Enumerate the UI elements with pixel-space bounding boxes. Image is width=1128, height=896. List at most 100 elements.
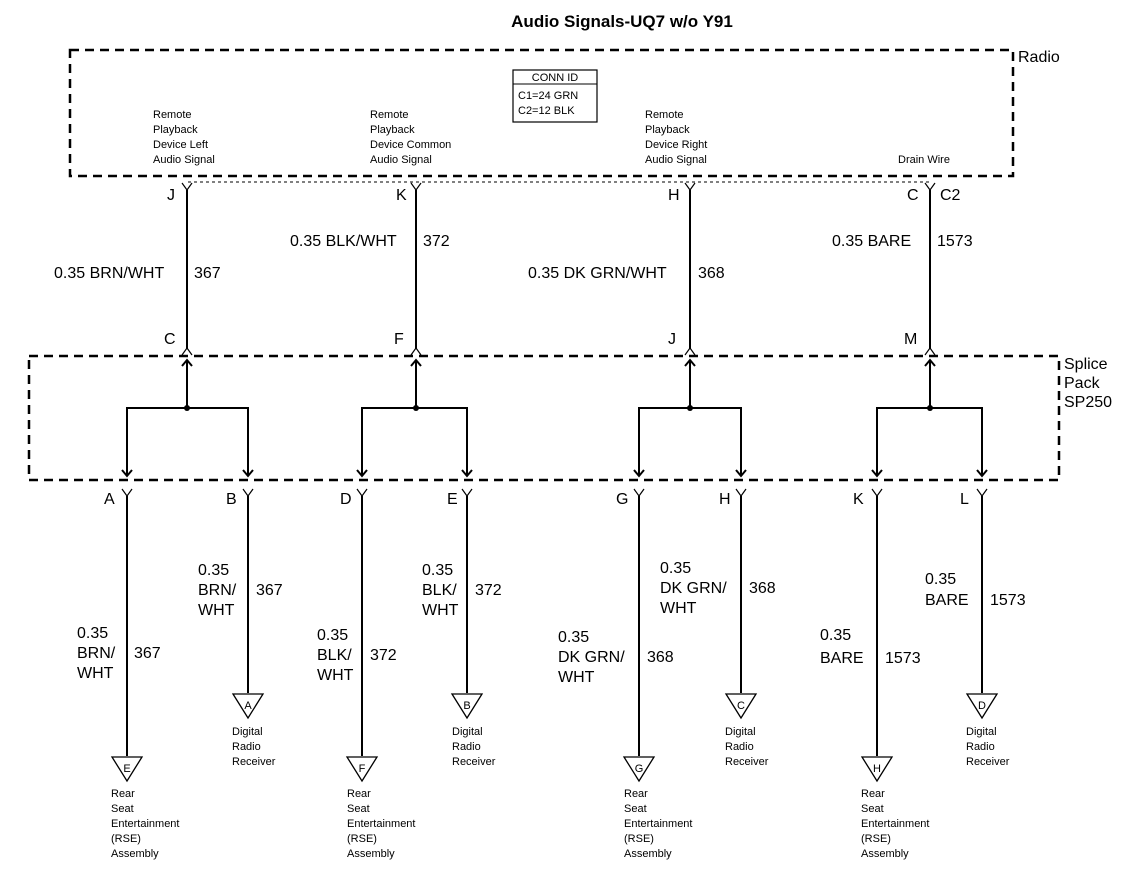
connector-symbol <box>121 488 133 498</box>
rse-assembly-label: Rear Seat Entertainment (RSE) Assembly <box>347 788 419 860</box>
splice-pin-g: G <box>616 491 628 508</box>
wire-label: 0.35 BLK/ WHT <box>317 627 356 684</box>
wire-label: 0.35 DK GRN/ WHT <box>558 629 629 686</box>
wire-label: 0.35 BRN/ WHT <box>77 625 120 682</box>
connector-symbol <box>871 488 883 498</box>
wire-circuit: 367 <box>256 582 283 599</box>
upper-wire-372: 0.35 BLK/WHT 372 <box>290 182 450 356</box>
conn-id-c1: C1=24 GRN <box>518 90 578 102</box>
conn-id-header: CONN ID <box>532 72 579 84</box>
conn-id-c2: C2=12 BLK <box>518 105 575 117</box>
wire-circuit: 367 <box>134 645 161 662</box>
connector-symbol <box>410 346 422 356</box>
wire-circuit: 368 <box>698 265 725 282</box>
drr-symbol-b <box>450 693 484 720</box>
drr-symbol-letter: D <box>978 700 986 712</box>
digital-radio-receiver-label: Digital Radio Receiver <box>452 726 496 768</box>
signal-label-drain: Drain Wire <box>898 154 950 166</box>
wire-label: 0.35 BARE <box>832 233 911 250</box>
radio-pin-c: C <box>907 187 919 204</box>
connector-symbol <box>976 488 988 498</box>
splice-pack-label: Splice Pack SP250 <box>1064 356 1112 411</box>
radio-component: Radio CONN ID C1=24 GRN C2=12 BLK Remote… <box>68 48 1060 178</box>
rse-assembly-label: Rear Seat Entertainment (RSE) Assembly <box>624 788 696 860</box>
splice-pin-c: C <box>164 331 176 348</box>
connector-symbol <box>684 182 696 192</box>
drr-symbol-letter: B <box>463 700 470 712</box>
upper-wire-367: 0.35 BRN/WHT 367 <box>54 182 221 356</box>
wire-label: 0.35 BLK/ WHT <box>422 562 461 619</box>
drr-symbol-letter: A <box>244 700 252 712</box>
digital-radio-receiver-label: Digital Radio Receiver <box>966 726 1010 768</box>
upper-wires: 0.35 BRN/WHT 367 0.35 BLK/WHT 372 0.35 D… <box>54 182 973 356</box>
radio-pin-j: J <box>167 187 175 204</box>
splice-pin-a: A <box>104 491 115 508</box>
upper-wire-1573: 0.35 BARE 1573 <box>832 182 973 356</box>
connector-symbol <box>924 182 936 192</box>
splice-output-pins: A B D E G H K L <box>104 491 969 508</box>
splice-372 <box>356 358 473 478</box>
connector-symbol <box>924 346 936 356</box>
splice-pin-k: K <box>853 491 864 508</box>
connector-symbol <box>461 488 473 498</box>
lower-wire-b: 0.35 BRN/ WHT 367 A Digital Radio Receiv… <box>198 488 283 768</box>
rse-symbol-letter: H <box>873 763 881 775</box>
connector-symbol <box>181 182 193 192</box>
splice-pack: Splice Pack SP250 <box>27 354 1112 482</box>
radio-pins: J K H C C2 <box>167 187 961 204</box>
radio-pin-h: H <box>668 187 680 204</box>
connector-symbol <box>633 488 645 498</box>
rse-symbol-g <box>622 756 656 783</box>
rse-assembly-label: Rear Seat Entertainment (RSE) Assembly <box>111 788 183 860</box>
wire-circuit: 1573 <box>937 233 973 250</box>
connector-symbol <box>410 182 422 192</box>
signal-label-common: Remote Playback Device Common Audio Sign… <box>370 109 454 166</box>
wire-label: 0.35 BLK/WHT <box>290 233 397 250</box>
drr-symbol-a <box>231 693 265 720</box>
wire-label: 0.35 BARE <box>925 571 969 609</box>
splice-pin-h: H <box>719 491 731 508</box>
rse-symbol-h <box>860 756 894 783</box>
splice-pin-b: B <box>226 491 237 508</box>
splice-pin-f: F <box>394 331 404 348</box>
wire-circuit: 1573 <box>990 592 1026 609</box>
conn-id-box <box>512 69 598 123</box>
radio-connector-c2: C2 <box>940 187 961 204</box>
lower-wire-l: 0.35 BARE 1573 D Digital Radio Receiver <box>925 488 1026 768</box>
lower-wire-g: 0.35 DK GRN/ WHT 368 G Rear Seat Enterta… <box>558 488 696 860</box>
rse-symbol-letter: G <box>635 763 644 775</box>
wire-circuit: 1573 <box>885 650 921 667</box>
connector-symbol <box>181 346 193 356</box>
connector-symbol <box>735 488 747 498</box>
lower-wire-a: 0.35 BRN/ WHT 367 E Rear Seat Entertainm… <box>77 488 183 860</box>
rse-symbol-letter: F <box>359 763 366 775</box>
splice-pin-e: E <box>447 491 458 508</box>
conn-id-table: CONN ID C1=24 GRN C2=12 BLK <box>512 69 598 123</box>
splice-pin-d: D <box>340 491 352 508</box>
drr-symbol-c <box>724 693 758 720</box>
radio-pin-k: K <box>396 187 407 204</box>
wire-label: 0.35 DK GRN/WHT <box>528 265 667 282</box>
splice-1573 <box>871 358 988 478</box>
drr-symbol-letter: C <box>737 700 745 712</box>
splice-pin-l: L <box>960 491 969 508</box>
wire-circuit: 372 <box>475 582 502 599</box>
wire-circuit: 368 <box>749 580 776 597</box>
upper-wire-368: 0.35 DK GRN/WHT 368 <box>528 182 725 356</box>
lower-wire-d: 0.35 BLK/ WHT 372 F Rear Seat Entertainm… <box>317 488 419 860</box>
signal-label-right: Remote Playback Device Right Audio Signa… <box>645 109 710 166</box>
splice-367 <box>121 358 254 478</box>
splice-input-pins: C F J M <box>164 331 917 348</box>
drr-symbol-d <box>965 693 999 720</box>
radio-label: Radio <box>1018 49 1060 66</box>
lower-wires: 0.35 BRN/ WHT 367 E Rear Seat Entertainm… <box>77 488 1026 860</box>
wire-label: 0.35 BARE <box>820 627 864 667</box>
rse-assembly-label: Rear Seat Entertainment (RSE) Assembly <box>861 788 933 860</box>
digital-radio-receiver-label: Digital Radio Receiver <box>232 726 276 768</box>
wire-circuit: 367 <box>194 265 221 282</box>
splice-368 <box>633 358 747 478</box>
splice-pin-m: M <box>904 331 917 348</box>
wire-circuit: 372 <box>370 647 397 664</box>
lower-wire-e: 0.35 BLK/ WHT 372 B Digital Radio Receiv… <box>422 488 502 768</box>
